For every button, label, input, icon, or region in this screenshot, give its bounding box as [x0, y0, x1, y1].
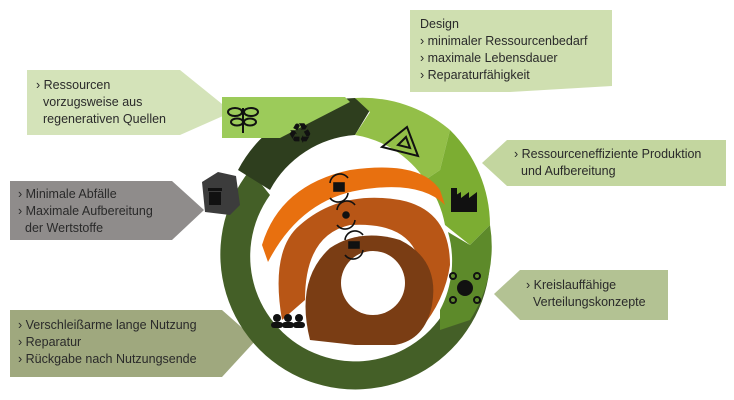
callout-distribution: › Kreislauffähige Verteilungskonzepte: [526, 277, 646, 311]
callout-line: vorzugsweise aus: [43, 95, 143, 109]
callout-line: › Rückgabe nach Nutzungsende: [18, 352, 197, 366]
callout-design-shape: [410, 10, 612, 92]
callout-line: › Kreislauffähige: [526, 278, 617, 292]
network-icon: [449, 272, 481, 304]
callout-distribution-shape: [494, 270, 668, 320]
plant-icon: [227, 107, 259, 133]
callout-waste-shape: [10, 181, 204, 240]
recycle-icon: ♻: [287, 118, 312, 149]
callout-usage: › Verschleißarme lange Nutzung › Reparat…: [18, 317, 197, 368]
ring-design-segment: [355, 97, 450, 180]
orange-dark-band: [278, 197, 450, 330]
callout-line: Design: [420, 17, 459, 31]
callout-line: › Ressourceneffiziente Produktion: [514, 147, 702, 161]
set-square-icon: [379, 125, 420, 158]
cycle-network-icon: [336, 200, 356, 230]
callout-line: › minimaler Ressourcenbedarf: [420, 34, 588, 48]
trash-icon: [208, 188, 222, 205]
callout-line: › Reparaturfähigkeit: [420, 68, 530, 82]
callout-line: Verteilungskonzepte: [533, 295, 646, 309]
callout-line: › Reparatur: [18, 335, 82, 349]
callout-line: › maximale Lebensdauer: [420, 51, 558, 65]
center-hole: [341, 251, 405, 315]
callout-resources: › Ressourcen vorzugsweise aus regenerati…: [36, 77, 166, 128]
callout-production-shape: [482, 140, 726, 186]
callout-line: › Verschleißarme lange Nutzung: [18, 318, 197, 332]
cycle-people-icon: [344, 230, 364, 260]
ring-production-segment: [425, 130, 490, 245]
callout-waste: › Minimale Abfälle › Maximale Aufbereitu…: [18, 186, 153, 237]
callout-usage-shape: [10, 310, 256, 377]
plant-block: [222, 97, 350, 138]
ring-recycle-segment: [238, 98, 370, 190]
callout-line: › Minimale Abfälle: [18, 187, 117, 201]
cycle-factory-icon: [329, 173, 349, 203]
callout-design: Design › minimaler Ressourcenbedarf › ma…: [420, 16, 587, 84]
ring-usage-segment: [220, 170, 491, 390]
callout-line: und Aufbereitung: [521, 164, 616, 178]
callout-resources-shape: [27, 70, 232, 135]
callout-line: der Wertstoffe: [25, 221, 104, 235]
people-icon: [271, 314, 305, 328]
callout-line: › Ressourcen: [36, 78, 111, 92]
orange-band: [262, 167, 445, 262]
callout-line: regenerativen Quellen: [43, 112, 166, 126]
callout-production: › Ressourceneffiziente Produktion und Au…: [514, 146, 701, 180]
callout-line: › Maximale Aufbereitung: [18, 204, 153, 218]
factory-icon: [451, 188, 477, 212]
